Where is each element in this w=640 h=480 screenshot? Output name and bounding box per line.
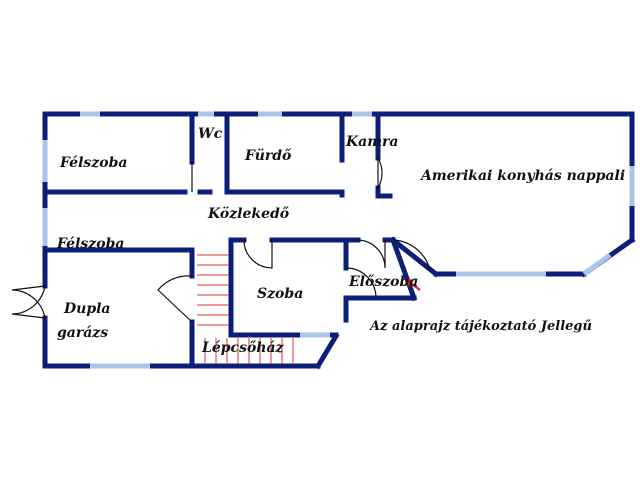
room-label-garazs-line-2: garázs [57, 325, 108, 341]
room-label-felszoba-2: Félszoba [56, 236, 124, 252]
room-label-garazs-line-1: Dupla [63, 301, 111, 317]
room-label-furdo: Fürdő [244, 148, 292, 164]
doors [11, 155, 431, 323]
room-label-kozlekedo: Közlekedő [207, 206, 290, 222]
staircase [197, 254, 294, 364]
room-label-nappali: Amerikai konyhás nappali [419, 168, 625, 184]
windows [42, 111, 635, 369]
entrance-arrow-icon [404, 278, 421, 291]
room-label-szoba: Szoba [257, 286, 303, 302]
room-label-kamra: Kamra [345, 134, 399, 150]
room-label-felszoba-1: Félszoba [59, 155, 127, 171]
disclaimer-note: Az alaprajz tájékoztató Jellegű [368, 319, 592, 334]
walls [42, 111, 636, 370]
room-label-wc: Wc [198, 126, 223, 142]
room-label-lepcsohaz: Lépcsőház [201, 340, 285, 356]
room-label-eloszoba: Előszoba [348, 274, 418, 290]
